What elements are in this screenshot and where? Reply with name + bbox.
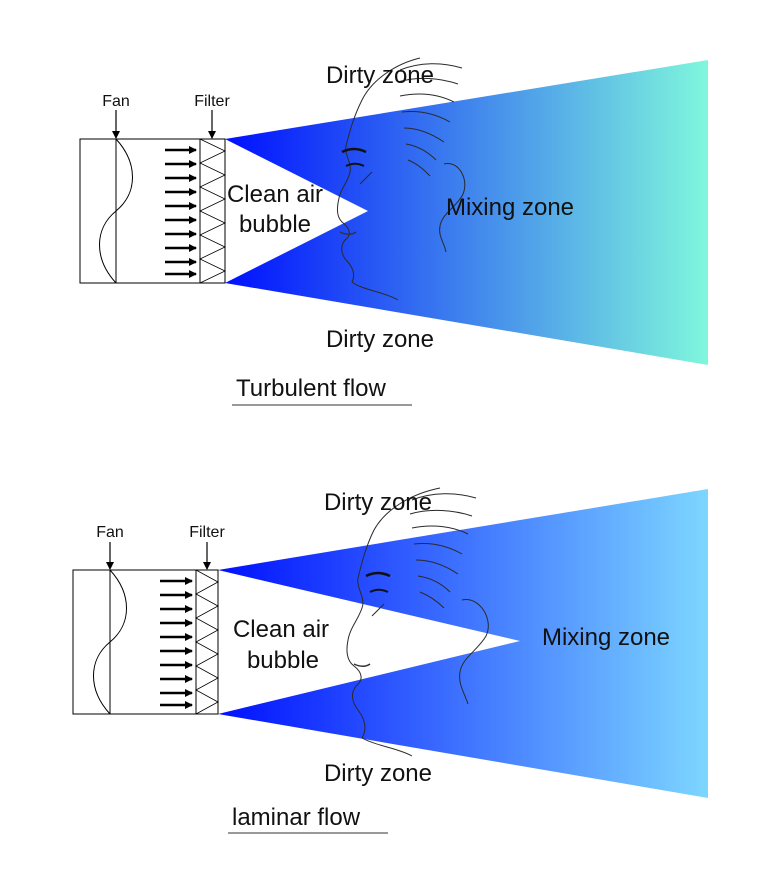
dirty-zone-bottom-label: Dirty zone	[324, 760, 432, 787]
panel-title: Turbulent flow	[236, 375, 387, 402]
flow-arrows	[160, 577, 193, 709]
clean-air-label-line1: Clean air	[233, 616, 329, 643]
mixing-zone-label: Mixing zone	[446, 194, 574, 221]
clean-air-label-line2: bubble	[239, 211, 311, 238]
face-sketch	[336, 57, 466, 301]
dirty-zone-top-label: Dirty zone	[326, 62, 434, 89]
filter-zigzag	[195, 569, 219, 715]
fan-label: Fan	[102, 93, 130, 110]
fan-blade-curve	[93, 569, 127, 715]
fan-blade-curve	[99, 138, 133, 284]
flow-arrows	[165, 146, 197, 278]
filter-element	[195, 569, 219, 715]
clean-air-label-line2: bubble	[247, 647, 319, 674]
panel-laminar: Fan Filter Clean air bubble Mixing zone …	[72, 487, 708, 834]
panel-turbulent: Fan Filter Clean air bubble Mixing zone …	[79, 57, 708, 406]
air-plume	[225, 60, 708, 365]
filter-label: Filter	[189, 524, 225, 541]
dirty-zone-bottom-label: Dirty zone	[326, 326, 434, 353]
mixing-zone-label: Mixing zone	[542, 624, 670, 651]
face-sketch	[346, 487, 489, 757]
panel-title: laminar flow	[232, 804, 361, 831]
filter-element	[199, 138, 226, 284]
fan-label: Fan	[96, 524, 124, 541]
filter-label: Filter	[194, 93, 230, 110]
eyebrow-mark	[341, 147, 367, 154]
lip-mark	[353, 663, 371, 667]
clean-air-label-line1: Clean air	[227, 181, 323, 208]
eye-mark	[345, 162, 365, 167]
eye-mark	[369, 588, 389, 593]
eyebrow-mark	[365, 571, 391, 578]
fan-housing	[72, 569, 219, 715]
lip-mark	[339, 231, 357, 235]
dirty-zone-top-label: Dirty zone	[324, 489, 432, 516]
filter-zigzag	[199, 138, 226, 284]
air-plume	[218, 489, 708, 798]
